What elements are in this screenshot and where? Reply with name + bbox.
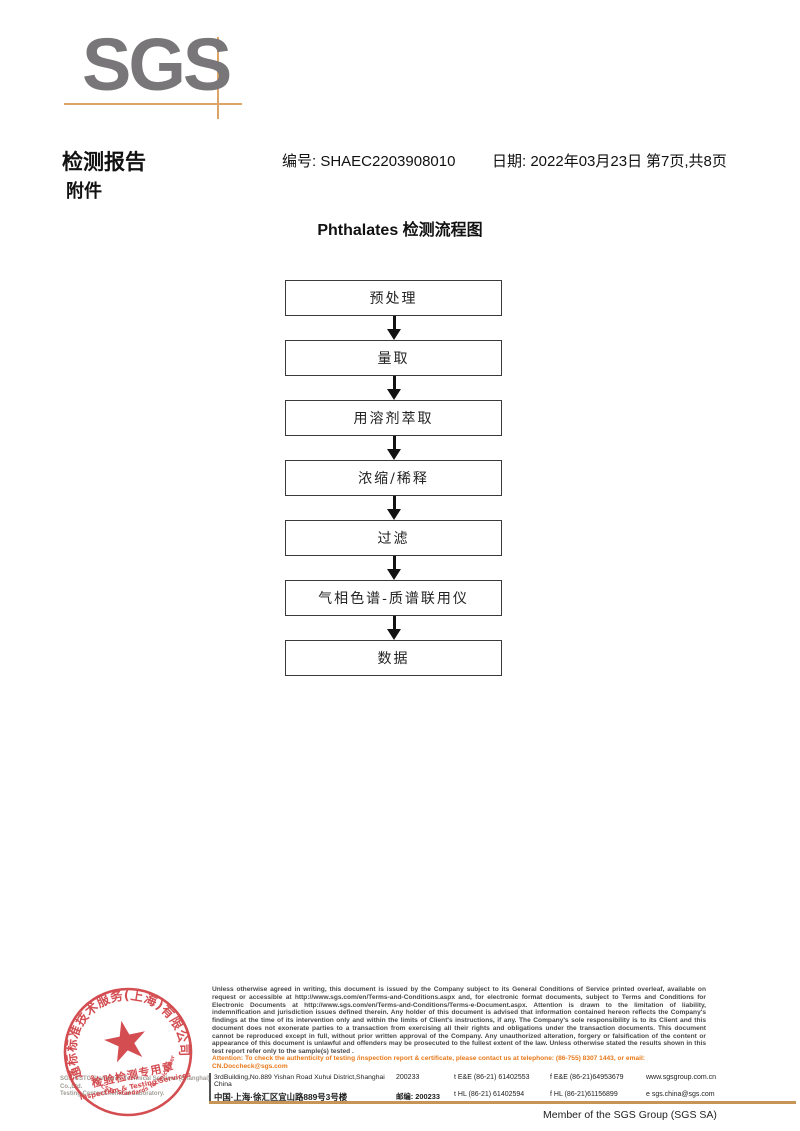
- sgs-logo: SGS: [62, 20, 252, 130]
- down-arrow-icon: [384, 556, 404, 580]
- report-number: 编号: SHAEC2203908010: [282, 153, 456, 170]
- flow-step-1: 预处理: [285, 280, 502, 316]
- page-title: 检测报告: [62, 151, 146, 174]
- flow-step-2: 量取: [285, 340, 502, 376]
- flow-step-4: 浓缩/稀释: [285, 460, 502, 496]
- down-arrow-icon: [384, 436, 404, 460]
- fax-en: f E&E (86-21)64953679: [550, 1074, 624, 1081]
- postcode-en: 200233: [396, 1074, 420, 1081]
- inspection-stamp-icon: 通标标准技术服务(上海)有限公司 SGS-CSTC Standards Tech…: [58, 982, 195, 1117]
- down-arrow-icon: [384, 376, 404, 400]
- telephone-en: t E&E (86-21) 61402553: [454, 1074, 530, 1081]
- address-divider-line: [209, 1073, 211, 1103]
- company-name-line1: SGS-CSTC Standards Technical Services (S…: [60, 1076, 210, 1090]
- flow-step-6: 气相色谱-质谱联用仪: [285, 580, 502, 616]
- attention-notice-text: Attention: To check the authenticity of …: [212, 1055, 645, 1070]
- page-indicator: 第7页,共8页: [646, 153, 727, 170]
- down-arrow-icon: [384, 496, 404, 520]
- address-cn: 中国·上海·徐汇区宜山路889号3号楼: [214, 1092, 348, 1102]
- down-arrow-icon: [384, 316, 404, 340]
- down-arrow-icon: [384, 616, 404, 640]
- report-date: 日期: 2022年03月23日: [492, 153, 643, 170]
- attachment-label: 附件: [66, 181, 102, 201]
- address-en: 3rdBuilding,No.889 Yishan Road Xuhui Dis…: [214, 1074, 385, 1088]
- flow-step-7: 数据: [285, 640, 502, 676]
- company-name-text: SGS-CSTC Standards Technical Services (S…: [60, 1076, 212, 1099]
- postcode-cn: 邮编: 200233: [396, 1092, 440, 1101]
- footer-rule-line: [209, 1101, 796, 1104]
- email: e sgs.china@sgs.com: [646, 1091, 715, 1098]
- fax-cn: f HL (86-21)61156899: [550, 1091, 618, 1098]
- address-block: 3rdBuilding,No.889 Yishan Road Xuhui Dis…: [214, 1074, 796, 1103]
- member-of-sgs-text: Member of the SGS Group (SGS SA): [543, 1109, 717, 1121]
- address-row-cn: 中国·上海·徐汇区宜山路889号3号楼 邮编: 200233 t HL (86-…: [214, 1091, 796, 1103]
- logo-vertical-line: [217, 37, 219, 119]
- website: www.sgsgroup.com.cn: [646, 1074, 717, 1081]
- legal-terms-text: Unless otherwise agreed in writing, this…: [212, 986, 706, 1055]
- company-name-line2: Testing Center-Chemical Laboratory.: [60, 1091, 165, 1097]
- logo-horizontal-line: [64, 103, 242, 105]
- flowchart-title: Phthalates 检测流程图: [317, 222, 483, 239]
- telephone-cn: t HL (86-21) 61402594: [454, 1091, 525, 1098]
- sgs-logo-text: SGS: [82, 23, 232, 106]
- flow-step-3: 用溶剂萃取: [285, 400, 502, 436]
- stamp-star-icon: [104, 1020, 145, 1063]
- flow-step-5: 过滤: [285, 520, 502, 556]
- address-row-en: 3rdBuilding,No.889 Yishan Road Xuhui Dis…: [214, 1074, 796, 1088]
